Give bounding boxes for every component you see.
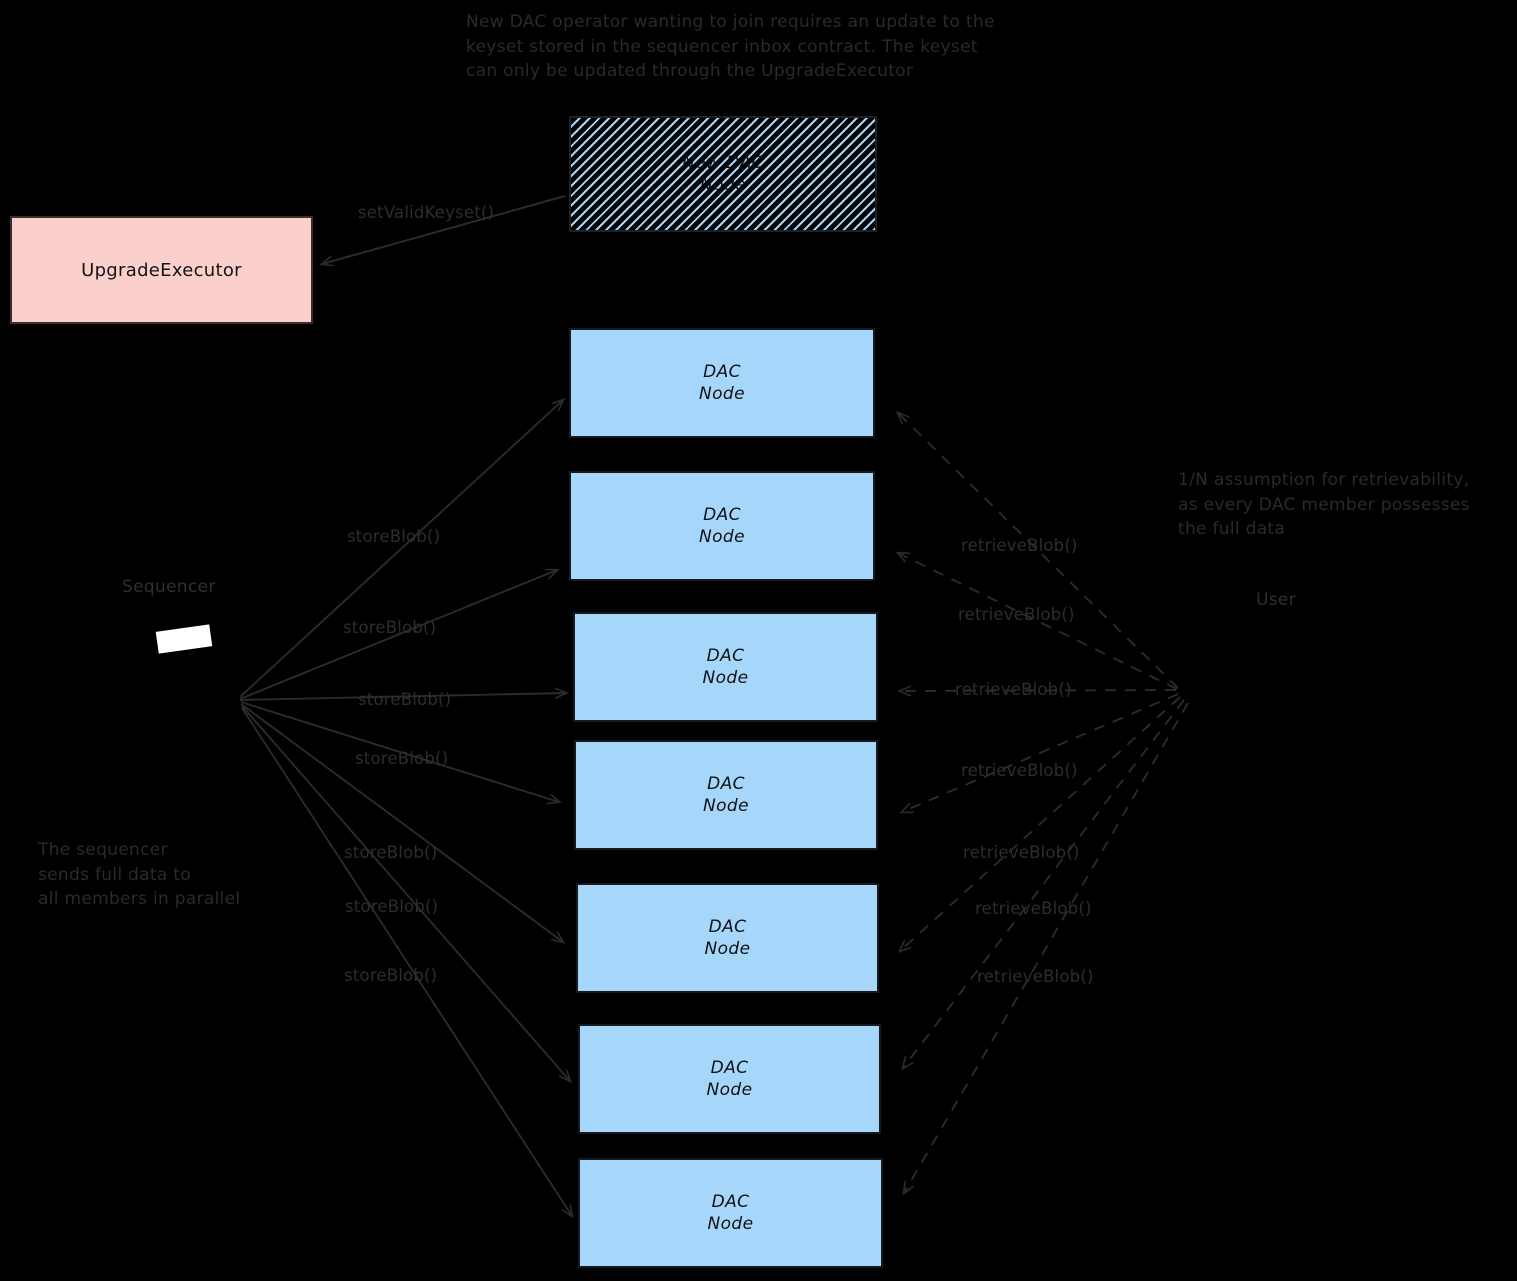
dac-node-5-line1: DAC [708,916,747,937]
new-dac-node-box[interactable]: New DAC Node [569,116,877,232]
new-dac-node-line1: New DAC [682,152,764,173]
edge-label-retrieve-blob-2: retrieveBlob() [958,605,1075,624]
edge-label-retrieve-blob-3: retrieveBlob() [955,680,1072,699]
edge-label-retrieve-blob-6: retrieveBlob() [975,899,1092,918]
dac-node-2-line2: Node [699,527,745,547]
edge-label-retrieve-blob-1: retrieveBlob() [961,536,1078,555]
sequencer-label: Sequencer [122,577,216,597]
edge-label-store-blob-4: storeBlob() [355,749,449,768]
sequencer-icon [155,624,213,654]
dac-node-4-line2: Node [703,796,749,816]
dac-node-7-line2: Node [707,1214,754,1234]
dac-node-6-line2: Node [706,1080,753,1100]
note-sequencer-parallel: The sequencer sends full data to all mem… [38,840,241,910]
edge-label-retrieve-blob-7: retrieveBlob() [977,967,1094,986]
edge-label-store-blob-7: storeBlob() [344,966,438,985]
dac-node-5-line2: Node [704,939,751,959]
dac-node-1[interactable]: DAC Node [569,328,875,438]
edge-label-store-blob-1: storeBlob() [347,527,441,546]
dac-node-7[interactable]: DAC Node [578,1158,883,1268]
dac-node-3[interactable]: DAC Node [573,612,878,722]
dac-node-4-line1: DAC [707,773,745,794]
user-label: User [1256,590,1296,610]
dac-node-2-line1: DAC [703,504,741,525]
note-top: New DAC operator wanting to join require… [466,12,995,82]
dac-node-4[interactable]: DAC Node [574,740,878,850]
dac-node-1-line1: DAC [703,361,741,382]
edge-label-store-blob-5: storeBlob() [344,843,438,862]
dac-node-2[interactable]: DAC Node [569,471,875,581]
edge-label-retrieve-blob-5: retrieveBlob() [963,843,1080,862]
dac-node-6-line1: DAC [710,1057,749,1078]
new-dac-node-line2: Node [700,175,746,195]
dac-node-6[interactable]: DAC Node [578,1024,881,1134]
edge-label-store-blob-2: storeBlob() [343,618,437,637]
edge-label-store-blob-3: storeBlob() [358,690,452,709]
dac-node-1-line2: Node [699,384,745,404]
dac-node-3-line2: Node [702,668,749,688]
upgrade-executor-label: UpgradeExecutor [81,259,242,281]
edge-label-set-valid-keyset: setValidKeyset() [358,203,495,222]
edge-label-retrieve-blob-4: retrieveBlob() [961,761,1078,780]
dac-node-5[interactable]: DAC Node [576,883,879,993]
dac-node-3-line1: DAC [706,645,745,666]
edge-label-store-blob-6: storeBlob() [345,897,439,916]
dac-node-7-line1: DAC [711,1191,750,1212]
upgrade-executor-box[interactable]: UpgradeExecutor [10,216,313,324]
note-retrievability: 1/N assumption for retrievability, as ev… [1178,470,1470,540]
